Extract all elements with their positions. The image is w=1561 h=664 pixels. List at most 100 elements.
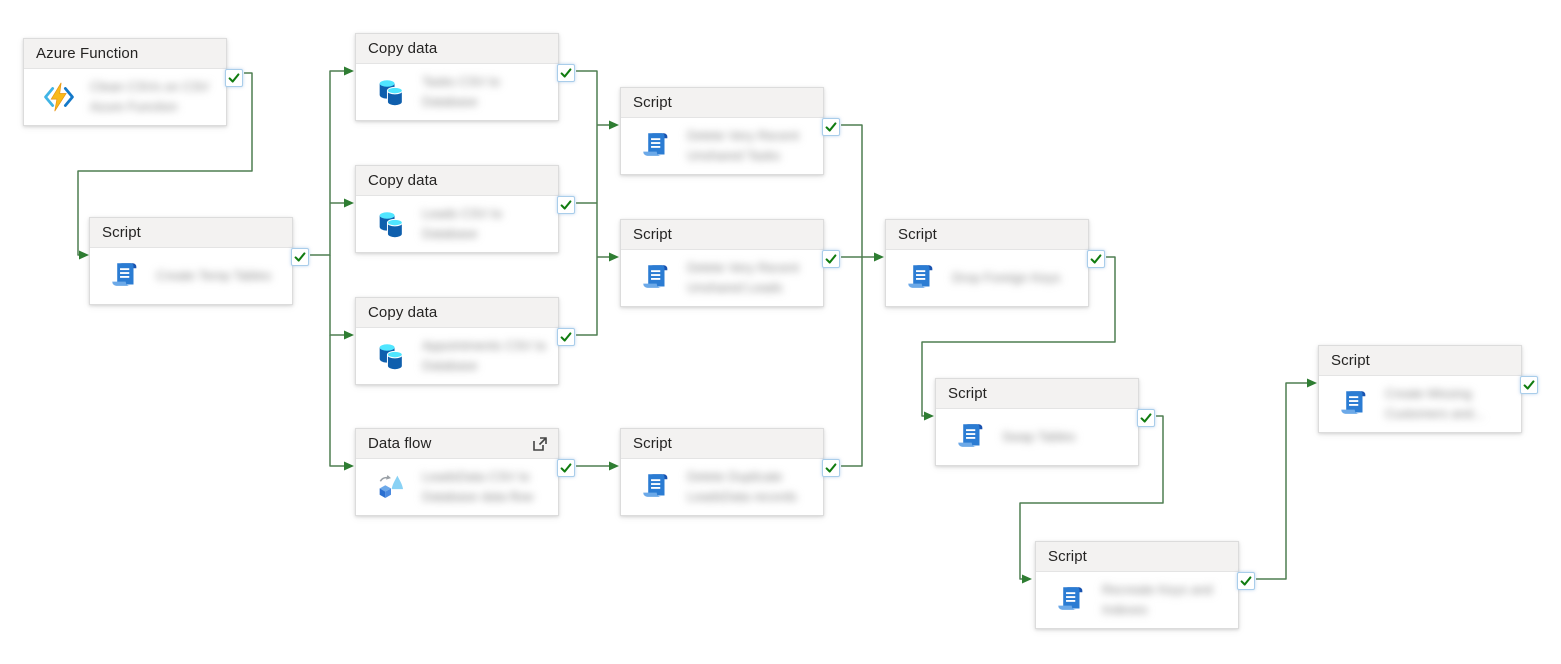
success-output-port[interactable]: [822, 118, 840, 136]
success-output-port[interactable]: [1237, 572, 1255, 590]
azure-function-icon: [42, 80, 76, 114]
success-output-port[interactable]: [557, 328, 575, 346]
activity-name: Delete Duplicate LeadsData records: [687, 468, 797, 504]
node-type-label: Script: [633, 94, 672, 111]
script-scroll-icon: [639, 261, 673, 295]
success-check-icon: [825, 122, 837, 132]
node-type-label: Script: [1048, 548, 1087, 565]
script-scroll-icon: [1337, 387, 1371, 421]
success-check-icon: [560, 463, 572, 473]
node-type-label: Data flow: [368, 435, 432, 452]
copy-data-cylinders-icon: [374, 207, 408, 241]
activity-node-script-drop-foreign-keys[interactable]: Script Drop Foreign Keys: [885, 219, 1105, 307]
success-check-icon: [294, 252, 306, 262]
activity-node-script-recreate-keys[interactable]: Script Recreate Keys and Indexes: [1035, 541, 1255, 629]
connector: [329, 255, 354, 340]
activity-name: Swap Tables: [1002, 428, 1076, 444]
node-type-label: Script: [898, 226, 937, 243]
success-check-icon: [560, 332, 572, 342]
activity-node-script-create-missing[interactable]: Script Create Missing Customers and...: [1318, 345, 1538, 433]
activity-node-copy-tasks[interactable]: Copy data Tasks CSV to Database: [355, 33, 575, 121]
activity-name: Recreate Keys and Indexes: [1102, 581, 1213, 617]
success-output-port[interactable]: [557, 196, 575, 214]
activity-name: LeadsData CSV to Database data flow: [422, 468, 534, 504]
node-header: Copy data: [356, 298, 558, 328]
node-header: Script: [621, 429, 823, 459]
node-header: Script: [1319, 346, 1521, 376]
node-body: Drop Foreign Keys: [886, 250, 1088, 306]
open-in-new-icon[interactable]: [532, 436, 548, 452]
success-output-port[interactable]: [1137, 409, 1155, 427]
node-type-label: Copy data: [368, 172, 438, 189]
success-output-port[interactable]: [225, 69, 243, 87]
activity-node-script-delete-duplicates[interactable]: Script Delete Duplicate LeadsData record…: [620, 428, 840, 516]
node-body: Recreate Keys and Indexes: [1036, 572, 1238, 628]
data-flow-icon: [374, 470, 408, 504]
success-output-port[interactable]: [822, 250, 840, 268]
script-scroll-icon: [1054, 583, 1088, 617]
connector: [310, 66, 354, 256]
activity-node-copy-leads[interactable]: Copy data Leads CSV to Database: [355, 165, 575, 253]
node-body: Create Temp Tables: [90, 248, 292, 304]
success-check-icon: [228, 73, 240, 83]
node-type-label: Script: [102, 224, 141, 241]
node-body: Leads CSV to Database: [356, 196, 558, 252]
success-output-port[interactable]: [557, 64, 575, 82]
node-header: Script: [621, 88, 823, 118]
script-scroll-icon: [904, 261, 938, 295]
connector: [1256, 378, 1317, 580]
activity-name: Create Temp Tables: [156, 267, 272, 283]
node-header: Azure Function: [24, 39, 226, 69]
node-header: Copy data: [356, 34, 558, 64]
node-body: Delete Very Recent Unshared Leads: [621, 250, 823, 306]
script-scroll-icon: [639, 470, 673, 504]
connector: [576, 70, 598, 336]
success-check-icon: [1090, 254, 1102, 264]
activity-name: Create Missing Customers and...: [1385, 385, 1484, 421]
node-body: Delete Very Recent Unshared Tasks: [621, 118, 823, 174]
activity-name: Drop Foreign Keys: [952, 269, 1061, 285]
node-header: Data flow: [356, 429, 558, 459]
script-scroll-icon: [639, 129, 673, 163]
activity-node-dataflow-leadsdata[interactable]: Data flow LeadsData C: [355, 428, 575, 516]
node-type-label: Copy data: [368, 40, 438, 57]
node-header: Script: [90, 218, 292, 248]
node-type-label: Script: [633, 435, 672, 452]
success-check-icon: [1240, 576, 1252, 586]
activity-node-script-create-temp-tables[interactable]: Script Create Temp Tables: [89, 217, 309, 305]
success-check-icon: [825, 254, 837, 264]
node-type-label: Copy data: [368, 304, 438, 321]
node-body: Clean CSVs on CSV Azure Function: [24, 69, 226, 125]
success-output-port[interactable]: [822, 459, 840, 477]
node-header: Copy data: [356, 166, 558, 196]
success-check-icon: [1140, 413, 1152, 423]
script-scroll-icon: [108, 259, 142, 293]
success-output-port[interactable]: [557, 459, 575, 477]
activity-node-azure-function[interactable]: Azure Function Clean CSVs on CSV Azure F…: [23, 38, 243, 126]
success-check-icon: [560, 68, 572, 78]
connector: [329, 335, 354, 471]
node-body: Appointments CSV to Database: [356, 328, 558, 384]
node-body: Swap Tables: [936, 409, 1138, 465]
node-body: Tasks CSV to Database: [356, 64, 558, 120]
success-output-port[interactable]: [1520, 376, 1538, 394]
activity-name: Delete Very Recent Unshared Leads: [687, 259, 800, 295]
node-type-label: Script: [1331, 352, 1370, 369]
node-header: Script: [886, 220, 1088, 250]
success-check-icon: [560, 200, 572, 210]
node-type-label: Azure Function: [36, 45, 139, 62]
activity-node-script-swap-tables[interactable]: Script Swap Tables: [935, 378, 1155, 466]
activity-node-copy-appointments[interactable]: Copy data Appointments CSV to Database: [355, 297, 575, 385]
activity-node-script-delete-recent-tasks[interactable]: Script Delete Very Recent Unshared Tasks: [620, 87, 840, 175]
node-header: Script: [936, 379, 1138, 409]
success-output-port[interactable]: [291, 248, 309, 266]
activity-name: Tasks CSV to Database: [422, 73, 501, 109]
node-body: Delete Duplicate LeadsData records: [621, 459, 823, 515]
success-output-port[interactable]: [1087, 250, 1105, 268]
node-body: LeadsData CSV to Database data flow: [356, 459, 558, 515]
node-type-label: Script: [633, 226, 672, 243]
activity-node-script-delete-recent-leads[interactable]: Script Delete Very Recent Unshared Leads: [620, 219, 840, 307]
node-type-label: Script: [948, 385, 987, 402]
node-header: Script: [1036, 542, 1238, 572]
